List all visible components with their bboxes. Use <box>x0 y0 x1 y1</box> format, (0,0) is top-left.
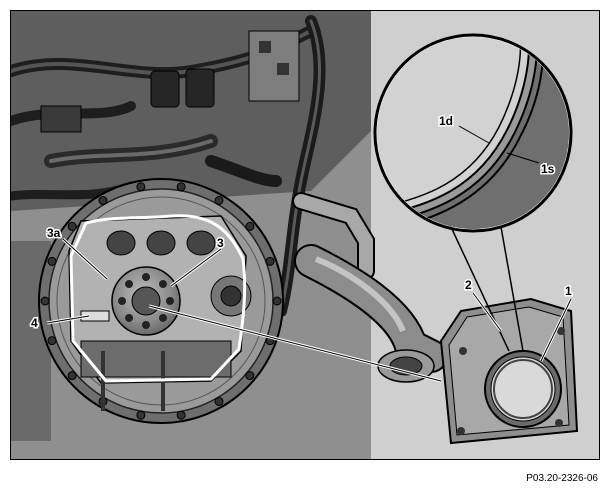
callout-1s: 1s <box>541 162 555 176</box>
housing-bolt <box>47 336 57 346</box>
engine-illustration: 3a 3 4 2 1 1d 1s <box>10 10 600 460</box>
figure-code: P03.20-2326-06 <box>526 473 598 484</box>
rear-seal-cover <box>439 297 579 445</box>
callout-1d: 1d <box>439 114 453 128</box>
callout-2: 2 <box>465 278 472 292</box>
housing-bolt <box>98 196 108 206</box>
detail-magnifier <box>373 33 573 352</box>
flange-hole <box>158 313 167 322</box>
housing-bolts <box>40 182 282 420</box>
housing-bolt <box>245 371 255 381</box>
housing-bolt <box>40 296 50 306</box>
housing-bolt <box>214 196 224 206</box>
sealant-bead <box>69 214 247 383</box>
housing-bolt <box>67 371 77 381</box>
callout-3: 3 <box>217 236 224 250</box>
housing-bolt <box>176 410 186 420</box>
housing-bolt <box>67 221 77 231</box>
housing-bolt <box>136 410 146 420</box>
flange-hole <box>166 297 174 305</box>
housing-bolt <box>272 296 282 306</box>
housing-bolt <box>136 182 146 192</box>
flange-hole <box>158 280 167 289</box>
flange-hole <box>125 280 134 289</box>
illustration-svg: 3a 3 4 2 1 1d 1s <box>11 11 579 459</box>
flange-hole <box>142 273 150 281</box>
leader-lines-dark <box>46 238 572 382</box>
housing-bolt <box>265 256 275 266</box>
housing-bolt <box>176 182 186 192</box>
housing-bolt <box>245 221 255 231</box>
callout-1: 1 <box>565 284 572 298</box>
coil-connectors <box>40 30 300 133</box>
housing-bolt <box>47 256 57 266</box>
crankshaft-flange <box>111 266 181 336</box>
callout-4: 4 <box>31 316 38 330</box>
flange-hole <box>142 321 150 329</box>
callout-3a: 3a <box>47 226 61 240</box>
housing-bolt <box>214 396 224 406</box>
pipe-elbow <box>292 192 448 383</box>
flange-hole <box>125 313 134 322</box>
flange-hole <box>118 297 126 305</box>
